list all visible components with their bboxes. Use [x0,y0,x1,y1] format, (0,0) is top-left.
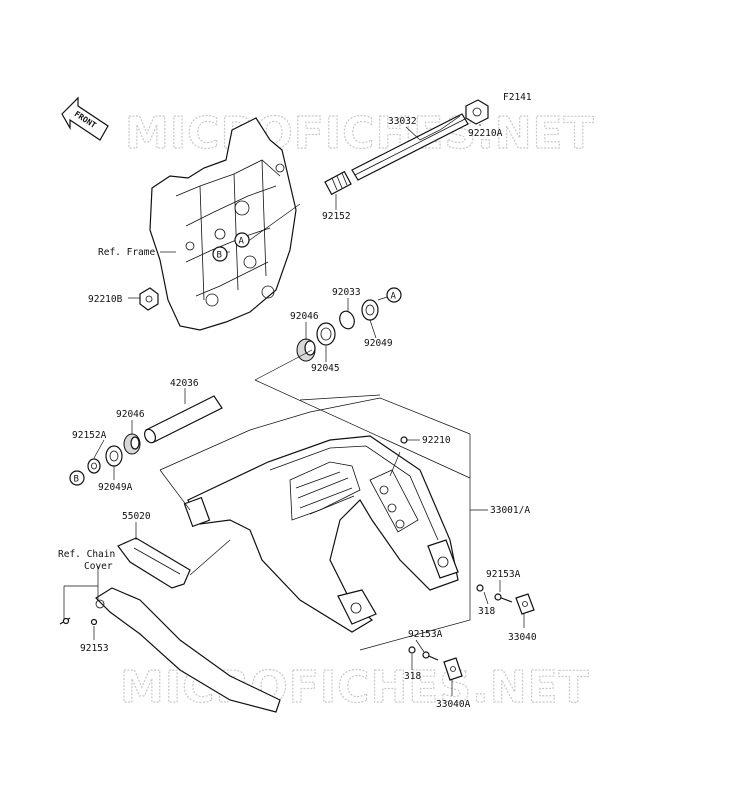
sleeve-42036 [143,395,223,444]
figure-code: F2141 [503,92,532,103]
block-33040 [515,593,535,615]
seal-92049 [361,299,379,321]
svg-text:B: B [217,251,222,261]
part-318-right: 318 [478,606,495,617]
leader-lines [63,115,525,696]
bearing-92045 [316,322,336,346]
watermark-top: MICROFICHES.NET [125,108,595,159]
svg-text:A: A [391,292,397,302]
part-92049a: 92049A [98,482,133,493]
part-92153: 92153 [80,643,109,654]
bolt-92153-b [90,618,98,626]
assembly-boundary [159,349,471,651]
svg-text:A: A [239,237,245,247]
collar-92152 [324,170,352,196]
part-33001a: 33001/A [490,505,530,516]
chain-guard-55020 [117,537,191,589]
callout-b-upper: B [212,246,228,262]
seal-92049a [105,445,123,467]
ref-chain-cover-label-1: Ref. Chain [58,549,115,560]
part-92210: 92210 [422,435,451,446]
collar-92152a [87,458,101,474]
ref-frame-label: Ref. Frame [98,247,155,258]
part-92153a-right: 92153A [486,569,521,580]
bolt-92153 [59,617,71,625]
bolt-92153a-right [494,593,513,603]
part-92210b: 92210B [88,294,123,305]
nut-92210b [139,287,159,311]
part-92152: 92152 [322,211,351,222]
nut-318-bottom [408,646,416,654]
ring-92033 [339,310,355,330]
part-55020: 55020 [122,511,151,522]
part-318-bottom: 318 [404,671,421,682]
part-92152a: 92152A [72,430,107,441]
part-42036: 42036 [170,378,199,389]
bolt-92153a-bottom [422,651,439,661]
part-92210a: 92210A [468,128,503,139]
frame-outline [149,117,297,331]
front-arrow-icon: FRONT [61,96,109,141]
nut-92210a [465,99,489,125]
bearing-92046-top [296,338,316,362]
part-33032: 33032 [388,116,417,127]
part-92046-top: 92046 [290,311,319,322]
part-33040: 33040 [508,632,537,643]
part-92033: 92033 [332,287,361,298]
part-33040a: 33040A [436,699,471,710]
part-92049: 92049 [364,338,393,349]
block-33040a [443,657,463,681]
callout-b-lower: B [69,470,85,486]
bearing-92046-mid [123,433,141,455]
nut-318-right [476,584,484,592]
swingarm [183,435,459,633]
part-92045: 92045 [311,363,340,374]
part-92153a-bottom: 92153A [408,629,443,640]
part-92046-mid: 92046 [116,409,145,420]
callout-a-lower: A [386,287,402,303]
chain-cover-outline [95,587,281,713]
svg-text:B: B [74,475,79,485]
ref-chain-cover-label-2: Cover [84,561,113,572]
callout-a-upper: A [234,232,250,248]
